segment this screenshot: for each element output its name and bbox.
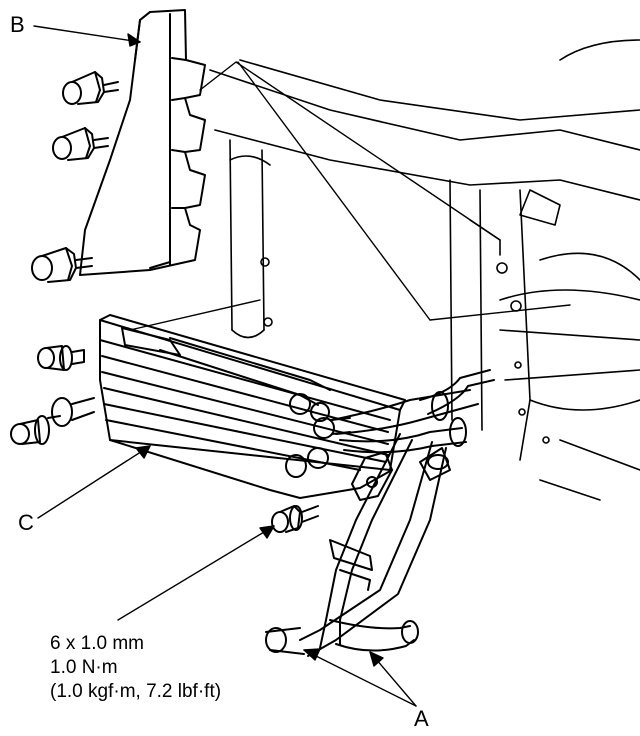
clip-3 bbox=[31, 247, 93, 283]
transmission-oil-cooler-c bbox=[99, 314, 406, 501]
air-guide-b bbox=[79, 9, 206, 276]
torque-spec: 6 x 1.0 mm 1.0 N·m (1.0 kgf·m, 7.2 lbf·f… bbox=[50, 632, 221, 704]
bolt-size-label: 6 x 1.0 mm bbox=[50, 633, 144, 654]
clip-fasteners bbox=[31, 71, 119, 283]
torque-nm-label: 1.0 N·m bbox=[50, 657, 118, 678]
callout-arrows bbox=[33, 25, 417, 707]
clip-2 bbox=[52, 127, 109, 161]
leader-lines bbox=[129, 61, 571, 331]
leader-a1 bbox=[303, 649, 417, 707]
bolt-lower bbox=[10, 397, 95, 445]
bolt-upper bbox=[37, 345, 85, 371]
leader-c bbox=[37, 445, 151, 519]
torque-alt-label: (1.0 kgf·m, 7.2 lbf·ft) bbox=[50, 681, 222, 702]
leader-b bbox=[33, 25, 141, 43]
mounting-bolts bbox=[10, 345, 319, 533]
cooler-fittings bbox=[285, 393, 351, 478]
vehicle-frame bbox=[209, 39, 640, 501]
leader-spec bbox=[117, 525, 275, 621]
callout-a: A bbox=[414, 706, 429, 731]
clip-1 bbox=[62, 71, 119, 105]
callout-b: B bbox=[10, 12, 25, 37]
callout-c: C bbox=[18, 510, 34, 535]
bolt-6mm bbox=[271, 505, 319, 533]
oil-cooler-hoses-a bbox=[265, 369, 495, 657]
